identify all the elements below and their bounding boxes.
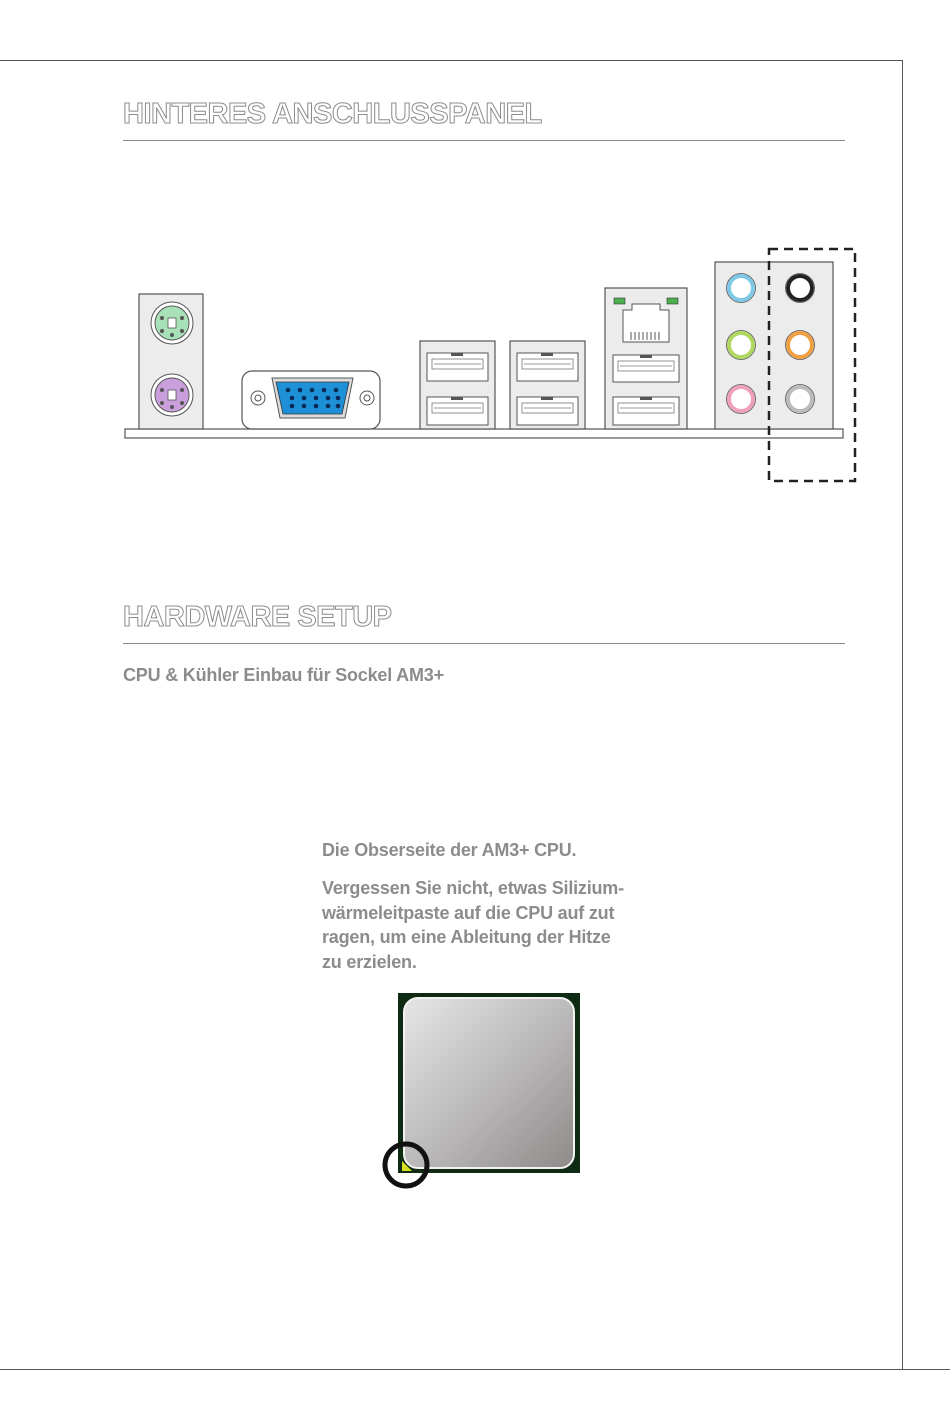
ps2-keyboard-port <box>151 374 193 416</box>
io-base-plate <box>125 429 843 438</box>
rear-io-panel-diagram <box>115 240 865 490</box>
vga-port <box>242 371 380 429</box>
cpu-caption-line: zu erzielen. <box>322 950 672 975</box>
cpu-caption-body: Vergessen Sie nicht, etwas Silizium- wär… <box>322 876 672 974</box>
usb-ports-1 <box>420 341 495 429</box>
audio-line-out-jack <box>727 331 756 360</box>
audio-rear-speaker-jack <box>786 274 815 303</box>
rear-panel-heading: HINTERES ANSCHLUSSPANEL <box>123 98 542 131</box>
cpu-caption-line: Vergessen Sie nicht, etwas Silizium- <box>322 876 672 901</box>
audio-mic-jack <box>727 385 756 414</box>
ps2-mouse-port <box>151 302 193 344</box>
lan-usb-ports <box>605 288 687 429</box>
page-frame-top <box>0 60 903 61</box>
cpu-heat-spreader <box>404 998 574 1168</box>
audio-ports <box>715 262 833 429</box>
page-frame-bottom <box>0 1369 950 1370</box>
audio-line-in-jack <box>727 274 756 303</box>
hardware-setup-heading: HARDWARE SETUP <box>123 601 392 634</box>
cpu-caption-title: Die Obserseite der AM3+ CPU. <box>322 838 672 863</box>
audio-center-sub-jack <box>786 331 815 360</box>
audio-side-speaker-jack <box>786 385 815 414</box>
cpu-caption-line: ragen, um eine Ableitung der Hitze <box>322 925 672 950</box>
ps2-ports <box>139 294 203 429</box>
page-frame-right <box>902 60 903 1370</box>
usb-ports-2 <box>510 341 585 429</box>
cpu-top-view-illustration <box>375 985 590 1200</box>
hardware-setup-heading-rule <box>123 643 845 644</box>
rear-panel-heading-rule <box>123 140 845 141</box>
cpu-caption-line: wärmeleitpaste auf die CPU auf zut <box>322 901 672 926</box>
hardware-setup-subtitle: CPU & Kühler Einbau für Sockel AM3+ <box>123 665 444 686</box>
